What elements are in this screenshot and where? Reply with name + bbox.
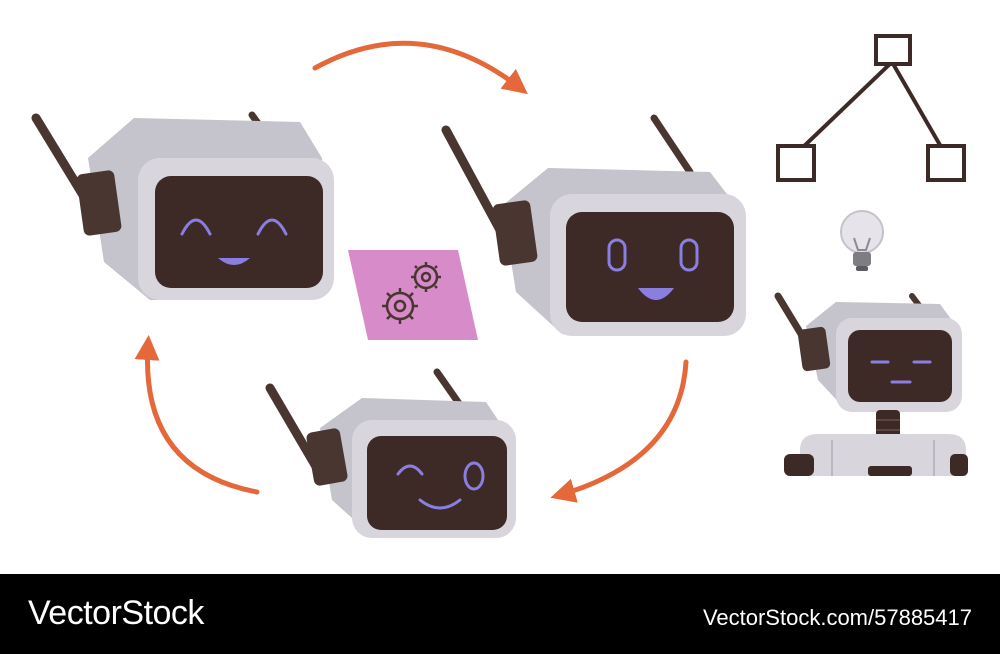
illustration-canvas — [31, 34, 968, 538]
vectorstock-logo: VectorStock — [28, 594, 204, 632]
image-credit: VectorStock.com/57885417 — [702, 605, 972, 630]
light-bulb-icon — [840, 210, 884, 271]
gear-icon — [382, 262, 441, 324]
robot-head-surprised — [441, 114, 746, 336]
cycle-arrows — [134, 40, 689, 503]
robot-head-happy — [31, 111, 334, 300]
watermark-footer: VectorStock VectorStock.com/57885417 — [0, 574, 1000, 654]
robot-neutral-with-body — [774, 292, 968, 476]
cycle-arrow-icon — [550, 359, 689, 503]
network-diagram-icon — [776, 34, 966, 182]
cycle-arrow-icon — [312, 40, 528, 95]
cycle-arrow-icon — [134, 335, 260, 495]
illustration — [31, 34, 968, 538]
gear-card — [348, 250, 478, 340]
robot-head-winking — [265, 368, 516, 538]
